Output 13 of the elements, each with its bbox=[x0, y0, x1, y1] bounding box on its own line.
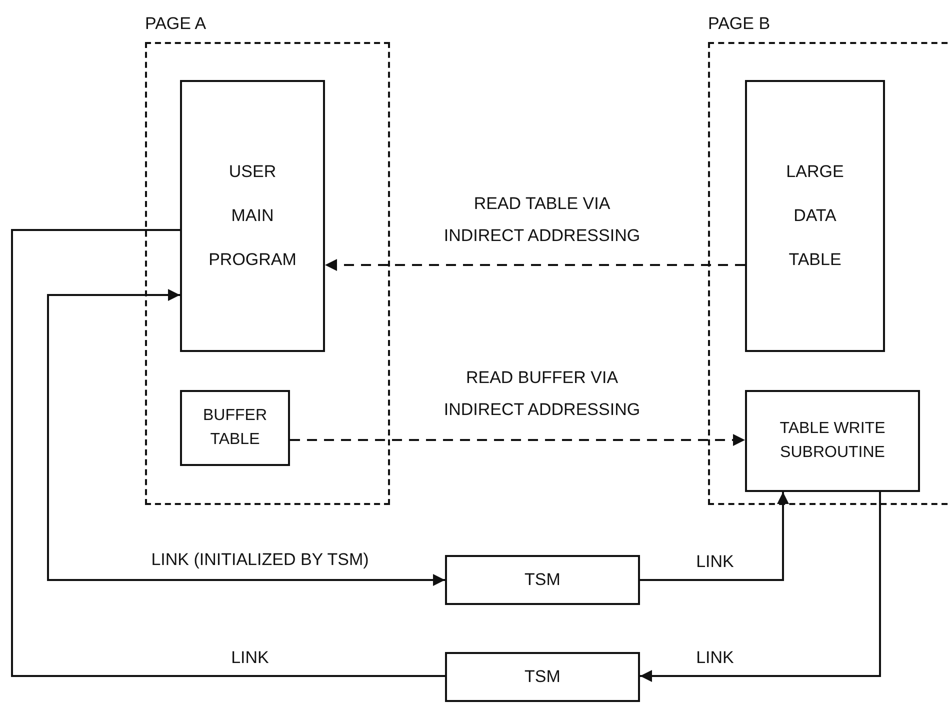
process-box: USER MAIN PROGRAM bbox=[180, 80, 325, 352]
connector-arrow bbox=[47, 289, 445, 586]
connector-arrow bbox=[640, 492, 881, 682]
page-heading: PAGE A bbox=[145, 14, 206, 34]
page-heading: PAGE B bbox=[708, 14, 770, 34]
process-box: TSM bbox=[445, 555, 640, 605]
connector-arrow bbox=[325, 259, 745, 271]
process-box: TSM bbox=[445, 652, 640, 702]
process-box: LARGE DATA TABLE bbox=[745, 80, 885, 352]
process-box: BUFFER TABLE bbox=[180, 390, 290, 466]
connector-arrow bbox=[640, 492, 789, 581]
connector-arrow bbox=[290, 434, 745, 446]
process-box: TABLE WRITE SUBROUTINE bbox=[745, 390, 920, 492]
